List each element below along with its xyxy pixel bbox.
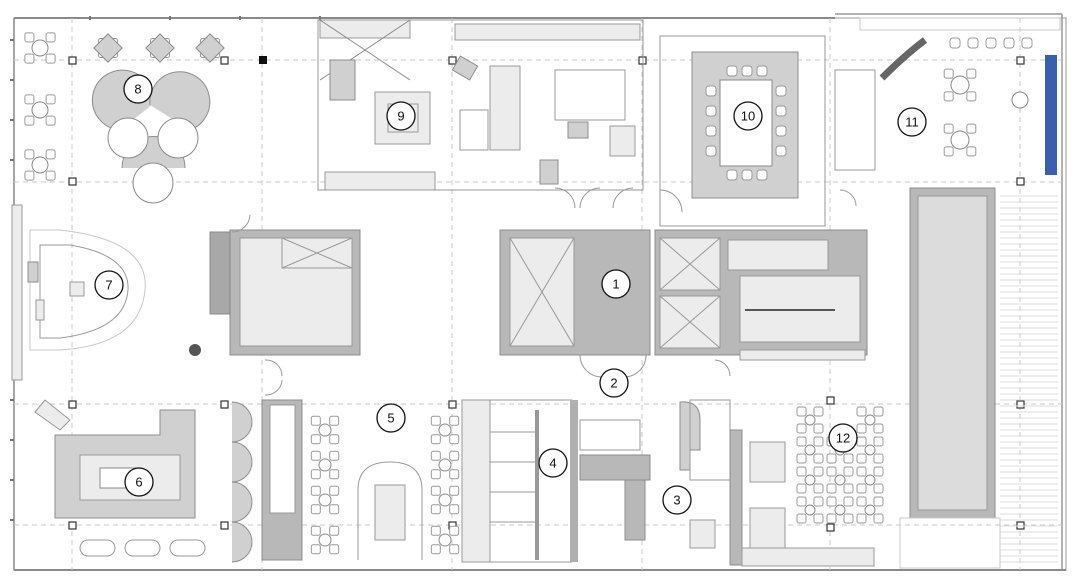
marker-7-label: 7 <box>105 278 112 293</box>
table-with-chairs <box>24 149 56 181</box>
meeting-room-10 <box>659 35 826 227</box>
marker-1[interactable]: 1 <box>601 269 631 299</box>
marker-5[interactable]: 5 <box>376 403 406 433</box>
terrace-chair <box>1021 37 1033 49</box>
marker-9[interactable]: 9 <box>386 101 416 131</box>
marker-8-label: 8 <box>134 82 141 97</box>
marker-10[interactable]: 10 <box>733 101 763 131</box>
meeting-chair <box>705 85 717 97</box>
bistro-table <box>310 415 340 445</box>
marker-11[interactable]: 11 <box>897 107 927 137</box>
meeting-chair <box>726 169 738 181</box>
marker-6-label: 6 <box>135 475 142 490</box>
meeting-chair <box>775 125 787 137</box>
terrace-chair <box>949 37 961 49</box>
marker-11-label: 11 <box>905 115 919 130</box>
bistro-table <box>310 525 340 555</box>
marker-3-label: 3 <box>673 493 680 508</box>
marker-4[interactable]: 4 <box>538 448 568 478</box>
bistro-table <box>430 415 460 445</box>
meeting-chair <box>756 65 768 77</box>
meeting-chair <box>705 145 717 157</box>
marker-1-label: 1 <box>612 277 619 292</box>
marker-5-label: 5 <box>387 411 394 426</box>
terrace-table <box>943 123 977 157</box>
terrace-table <box>943 68 977 102</box>
service-area-3 <box>624 399 875 567</box>
bistro-table <box>310 450 340 480</box>
kitchen-area-9 <box>317 19 644 191</box>
marker-12-label: 12 <box>836 431 850 446</box>
table-with-chairs <box>24 32 56 64</box>
bistro-table <box>430 525 460 555</box>
dining-table-12 <box>796 436 824 464</box>
marker-10-label: 10 <box>741 109 755 124</box>
meeting-chair <box>775 105 787 117</box>
dining-table-12 <box>826 466 854 494</box>
dining-table-12 <box>796 406 824 434</box>
marker-2[interactable]: 2 <box>599 368 629 398</box>
dining-table-12 <box>856 496 884 524</box>
meeting-chair <box>726 65 738 77</box>
dining-area-8 <box>24 32 225 204</box>
meeting-chair <box>775 145 787 157</box>
marker-2-label: 2 <box>610 376 617 391</box>
dining-table-12 <box>856 466 884 494</box>
dining-table-12 <box>856 436 884 464</box>
bistro-table <box>430 485 460 515</box>
marker-3[interactable]: 3 <box>662 485 692 515</box>
marker-12[interactable]: 12 <box>828 423 858 453</box>
dining-area-5 <box>261 399 460 561</box>
marker-8[interactable]: 8 <box>123 74 153 104</box>
marker-9-label: 9 <box>397 109 404 124</box>
core-area-1 <box>209 229 868 361</box>
marker-7[interactable]: 7 <box>94 270 124 300</box>
meeting-chair <box>741 65 753 77</box>
restrooms-area-4 <box>461 399 651 563</box>
pool-terrace-11 <box>834 17 1061 569</box>
terrace-table <box>1011 91 1029 109</box>
dining-table-12 <box>826 496 854 524</box>
dining-area-12 <box>749 406 884 549</box>
meeting-chair <box>705 105 717 117</box>
terrace-chair <box>1003 37 1015 49</box>
meeting-chair <box>756 169 768 181</box>
dining-table-12 <box>856 406 884 434</box>
dining-table-12 <box>796 496 824 524</box>
marker-4-label: 4 <box>549 456 556 471</box>
bar-area-7 <box>27 229 201 356</box>
terrace-chair <box>985 37 997 49</box>
meeting-chair <box>775 85 787 97</box>
facade-ticks <box>10 16 321 521</box>
bistro-table <box>310 485 340 515</box>
marker-6[interactable]: 6 <box>124 467 154 497</box>
bistro-table <box>430 450 460 480</box>
dining-table-12 <box>796 466 824 494</box>
terrace-chair <box>967 37 979 49</box>
table-with-chairs <box>24 94 56 126</box>
room-markers: 1 2 3 4 5 6 7 8 <box>94 74 927 515</box>
meeting-chair <box>705 125 717 137</box>
meeting-chair <box>741 169 753 181</box>
